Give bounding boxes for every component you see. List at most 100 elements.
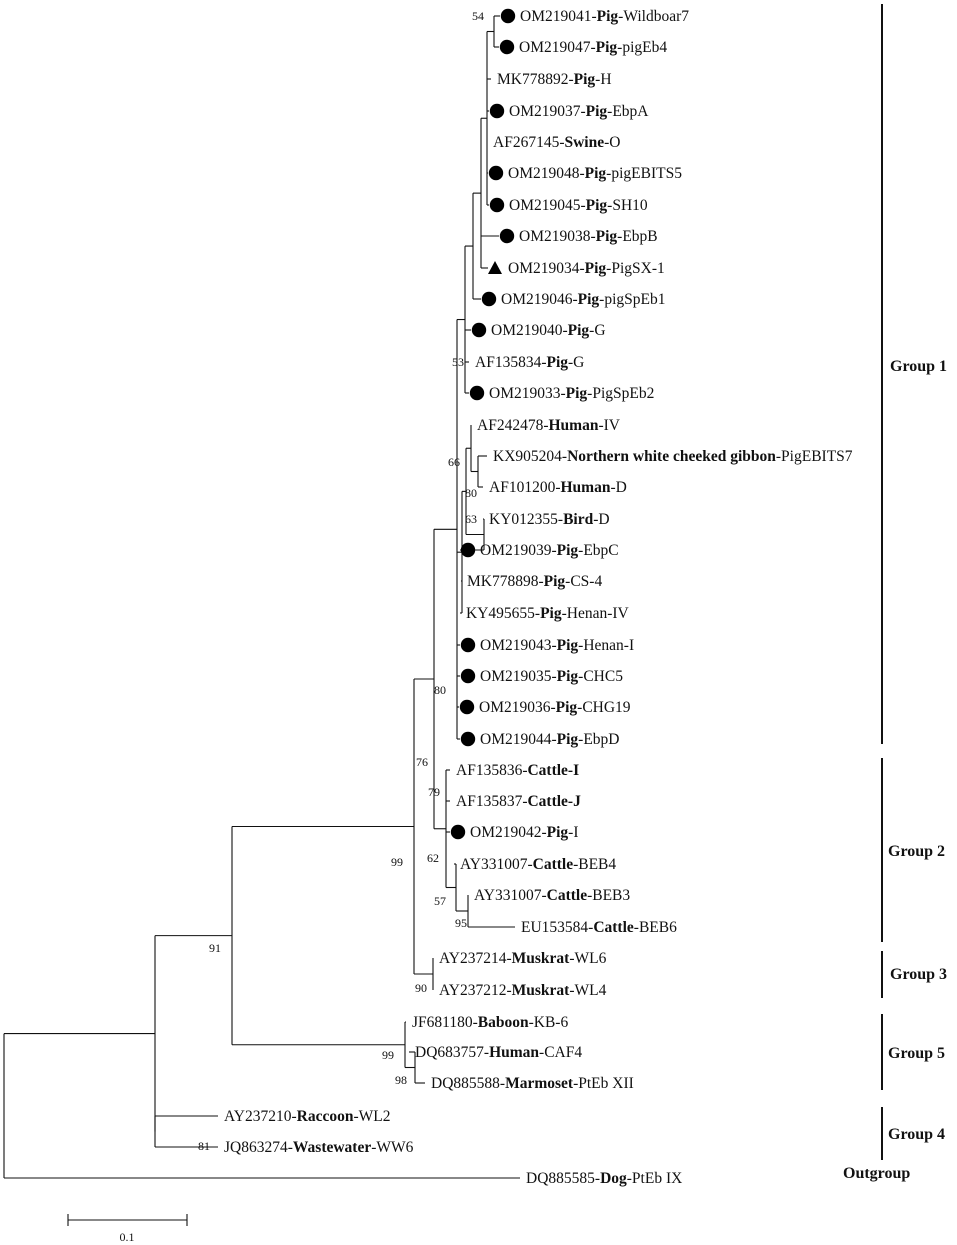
taxon-strain: -BEB6	[634, 919, 677, 936]
taxon-accession: OM219036-	[479, 699, 556, 716]
group-label: Outgroup	[843, 1165, 910, 1182]
taxon-strain: -WL4	[569, 982, 606, 999]
taxon-accession: AF135834-	[475, 354, 546, 371]
bootstrap-value: 91	[209, 941, 221, 955]
taxon-label: OM219043-Pig-Henan-I	[480, 637, 634, 654]
taxon-accession: OM219045-	[509, 197, 586, 214]
bootstrap-value: 80	[434, 683, 446, 697]
taxon-markers	[450, 8, 516, 840]
taxon-accession: OM219039-	[480, 542, 557, 559]
taxon-host: Pig	[578, 291, 600, 308]
taxon-strain: -Wildboar7	[618, 8, 689, 25]
taxon-host: Pig	[556, 699, 578, 716]
taxon-strain: -I	[568, 824, 578, 841]
scale-bar-label: 0.1	[120, 1230, 135, 1244]
taxon-label: AY331007-Cattle-BEB4	[460, 856, 616, 873]
taxon-label: OM219036-Pig-CHG19	[479, 699, 631, 716]
taxon-label: KY012355-Bird-D	[489, 511, 610, 528]
taxon-accession: KX905204-	[493, 448, 567, 465]
taxon-accession: OM219034-	[508, 260, 585, 277]
taxon-label: KX905204-Northern white cheeked gibbon-P…	[493, 448, 853, 465]
taxon-label: DQ885585-Dog-PtEb IX	[526, 1170, 682, 1187]
taxon-strain: -CHC5	[578, 668, 623, 685]
taxon-accession: AF267145-	[493, 134, 564, 151]
taxon-accession: OM219042-	[470, 824, 547, 841]
taxon-label: AY237212-Muskrat-WL4	[439, 982, 607, 999]
pig-isolate-marker-icon	[459, 699, 475, 715]
taxon-label: MK778898-Pig-CS-4	[467, 573, 602, 590]
taxon-label: OM219040-Pig-G	[491, 322, 606, 339]
taxon-host: Baboon	[478, 1014, 529, 1031]
taxon-host: Human	[489, 1044, 539, 1061]
pig-isolate-marker-icon	[450, 824, 466, 840]
tree-branches	[3, 15, 520, 1179]
reference-marker-icon	[488, 261, 502, 274]
taxon-accession: DQ885588-	[431, 1075, 505, 1092]
taxon-label: MK778892-Pig-H	[497, 71, 612, 88]
taxon-strain: -H	[595, 71, 611, 88]
taxon-strain: -EbpA	[607, 103, 649, 120]
taxon-accession: MK778898-	[467, 573, 544, 590]
taxon-host: Pig	[540, 605, 562, 622]
taxon-label: OM219038-Pig-EbpB	[519, 228, 658, 245]
taxon-accession: OM219033-	[489, 385, 566, 402]
taxon-label: AF101200-Human-D	[489, 479, 627, 496]
taxon-strain: -IV	[598, 417, 620, 434]
taxon-strain: -O	[604, 134, 620, 151]
taxon-accession: KY012355-	[489, 511, 563, 528]
bootstrap-value: 62	[427, 851, 439, 865]
taxon-label: AY331007-Cattle-BEB3	[474, 887, 630, 904]
taxon-host: Muskrat	[512, 982, 571, 999]
taxon-accession: OM219048-	[508, 165, 585, 182]
taxon-strain: -WL6	[569, 950, 606, 967]
taxon-label: DQ683757-Human-CAF4	[415, 1044, 582, 1061]
pig-isolate-marker-icon	[460, 637, 476, 653]
taxon-strain: -G	[568, 354, 584, 371]
scale-bar: 0.1	[67, 1214, 188, 1244]
pig-isolate-marker-icon	[500, 8, 516, 24]
taxon-host: Pig	[574, 71, 596, 88]
taxon-host: Pig	[586, 103, 608, 120]
taxon-label: OM219033-Pig-PigSpEb2	[489, 385, 654, 402]
bootstrap-value: 54	[472, 9, 484, 23]
taxon-strain: -pigSpEb1	[599, 291, 665, 308]
taxon-label: AF135834-Pig-G	[475, 354, 584, 371]
taxon-accession: AY237212-	[439, 982, 512, 999]
taxon-label: EU153584-Cattle-BEB6	[521, 919, 677, 936]
taxon-host: Pig	[566, 385, 588, 402]
pig-isolate-marker-icon	[481, 291, 497, 307]
taxon-strain: -pigEBITS5	[606, 165, 682, 182]
bootstrap-value: 99	[391, 855, 403, 869]
taxon-accession: OM219035-	[480, 668, 557, 685]
bootstrap-value: 81	[198, 1139, 210, 1153]
taxon-strain: -D	[593, 511, 609, 528]
bootstrap-value: 98	[395, 1073, 407, 1087]
taxon-host: Pig	[557, 637, 579, 654]
taxon-host: Cattle	[593, 919, 634, 936]
taxon-labels: OM219041-Pig-Wildboar7OM219047-Pig-pigEb…	[224, 8, 853, 1187]
taxon-accession: OM219044-	[480, 731, 557, 748]
taxon-label: OM219041-Pig-Wildboar7	[520, 8, 689, 25]
taxon-accession: AF135837-	[456, 793, 527, 810]
taxon-host: Bird	[563, 511, 594, 528]
taxon-accession: JQ863274-	[224, 1139, 293, 1156]
pig-isolate-marker-icon	[460, 731, 476, 747]
taxon-strain: -PtEb IX	[627, 1170, 683, 1187]
bootstrap-value: 63	[465, 512, 477, 526]
taxon-strain: -pigEb4	[617, 39, 667, 56]
taxon-host: Marmoset	[505, 1075, 574, 1092]
taxon-host: Cattle-J	[527, 793, 581, 810]
taxon-strain: -D	[610, 479, 626, 496]
bootstrap-value: 66	[448, 455, 460, 469]
bootstrap-value: 79	[428, 785, 440, 799]
taxon-accession: AY331007-	[474, 887, 547, 904]
taxon-strain: -SH10	[607, 197, 648, 214]
taxon-strain: -Henan-IV	[562, 605, 630, 622]
taxon-host: Raccoon	[297, 1108, 354, 1125]
pig-isolate-marker-icon	[489, 197, 505, 213]
taxon-accession: OM219038-	[519, 228, 596, 245]
bootstrap-value: 99	[382, 1048, 394, 1062]
taxon-accession: AY331007-	[460, 856, 533, 873]
